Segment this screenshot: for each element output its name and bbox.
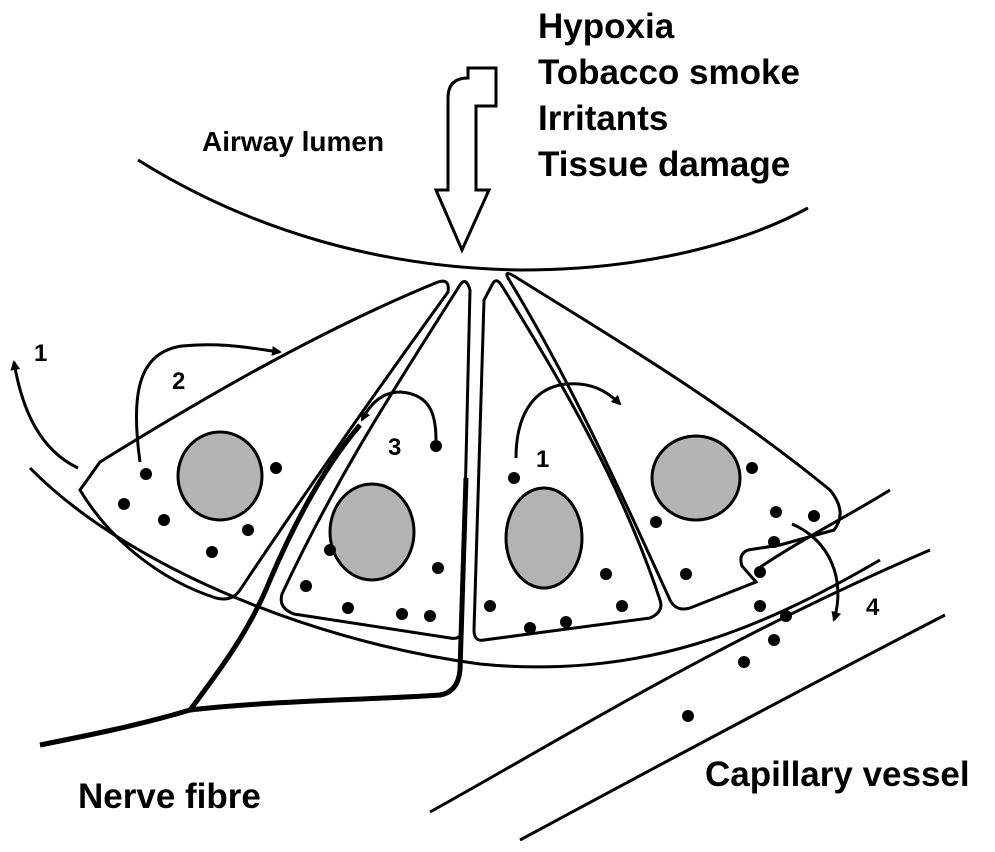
capillary-vessel-label: Capillary vessel [705, 752, 970, 798]
granule [650, 516, 662, 528]
stimulus-irritants: Irritants [538, 96, 800, 142]
nucleus-right [652, 436, 740, 520]
granule [682, 710, 694, 722]
pathway-label-3: 3 [388, 434, 401, 462]
granule [600, 568, 612, 580]
granule [300, 580, 312, 592]
granule [484, 600, 496, 612]
granule [432, 562, 444, 574]
granule [780, 610, 792, 622]
nucleus-center-right [506, 488, 582, 588]
granule [768, 536, 780, 548]
pathway-label-4: 4 [866, 594, 879, 622]
granule [680, 568, 692, 580]
granule [508, 472, 520, 484]
granule [770, 506, 782, 518]
stimuli-list: Hypoxia Tobacco smoke Irritants Tissue d… [538, 4, 800, 188]
granule [746, 462, 758, 474]
stimulus-tissue-damage: Tissue damage [538, 142, 800, 188]
airway-lumen-label: Airway lumen [202, 125, 384, 159]
granule [140, 468, 152, 480]
pathway-arrow-1-left [14, 362, 78, 468]
pathway-label-1-left: 1 [34, 340, 47, 368]
granule [616, 600, 628, 612]
nucleus-center-left [330, 484, 414, 580]
granule [560, 616, 572, 628]
pathway-label-2: 2 [172, 368, 185, 396]
capillary-wall-upper [756, 490, 890, 570]
granule [430, 440, 442, 452]
granule [342, 602, 354, 614]
granule [270, 462, 282, 474]
stimulus-arrow [436, 68, 496, 250]
granule [242, 524, 254, 536]
granule [808, 510, 820, 522]
granule [118, 498, 130, 510]
pathway-label-1-center: 1 [536, 446, 549, 474]
granule [754, 566, 766, 578]
stimulus-tobacco-smoke: Tobacco smoke [538, 50, 800, 96]
granule [424, 610, 436, 622]
granule [324, 544, 336, 556]
stimulus-hypoxia: Hypoxia [538, 4, 800, 50]
nucleus-left [178, 432, 262, 520]
granule [754, 600, 766, 612]
nerve-fibre-label: Nerve fibre [78, 774, 261, 820]
capillary-wall-lower [520, 615, 945, 840]
granule [206, 546, 218, 558]
granule [396, 608, 408, 620]
granule [738, 656, 750, 668]
granule [524, 622, 536, 634]
granule [768, 634, 780, 646]
cell-center-right [474, 281, 661, 641]
granule [158, 514, 170, 526]
